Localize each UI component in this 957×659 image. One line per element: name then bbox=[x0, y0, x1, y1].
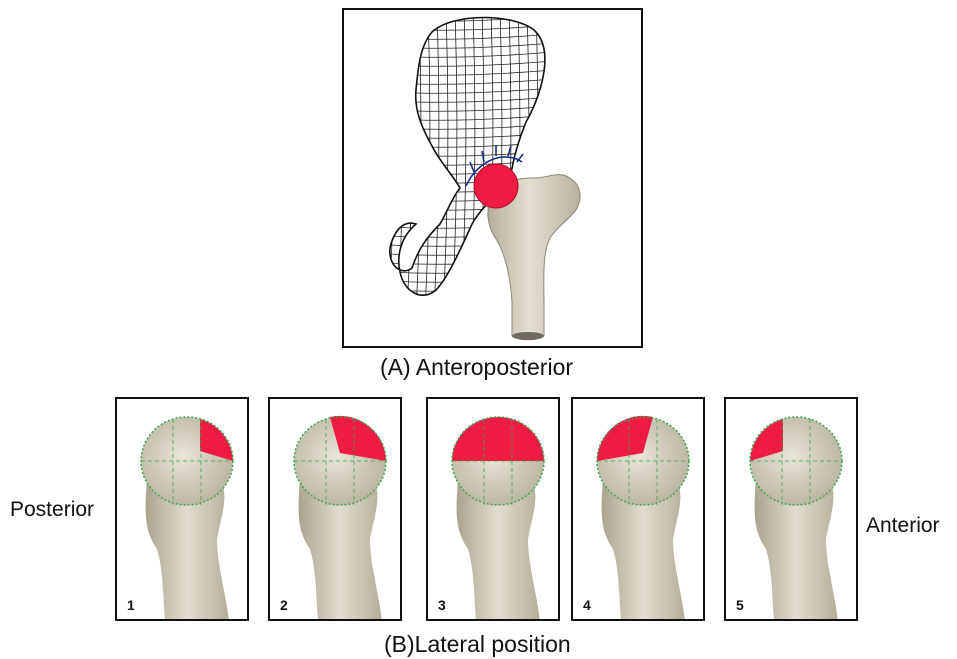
hip-joint-illustration bbox=[344, 10, 641, 346]
label-anterior: Anterior bbox=[866, 514, 940, 538]
femur-lateral-3 bbox=[428, 399, 558, 619]
femur-lateral-4 bbox=[573, 399, 703, 619]
label-posterior: Posterior bbox=[10, 498, 94, 522]
lateral-view-1: 1 bbox=[115, 397, 249, 621]
femur-lateral-2 bbox=[270, 399, 400, 619]
view-number: 2 bbox=[280, 597, 288, 613]
caption-anteroposterior: (A) Anteroposterior bbox=[380, 354, 573, 381]
view-number: 1 bbox=[127, 597, 135, 613]
anteroposterior-panel bbox=[342, 8, 643, 348]
view-number: 5 bbox=[736, 597, 744, 613]
femoral-head-contact bbox=[474, 164, 518, 208]
lateral-view-2: 2 bbox=[268, 397, 402, 621]
lateral-view-4: 4 bbox=[571, 397, 705, 621]
contact-area-3 bbox=[452, 417, 544, 461]
femur-lateral-5 bbox=[726, 399, 856, 619]
view-number: 4 bbox=[583, 597, 591, 613]
view-number: 3 bbox=[438, 597, 446, 613]
lateral-view-3: 3 bbox=[426, 397, 560, 621]
femur-lateral-1 bbox=[117, 399, 247, 619]
lateral-view-5: 5 bbox=[724, 397, 858, 621]
caption-lateral: (B)Lateral position bbox=[384, 631, 571, 658]
